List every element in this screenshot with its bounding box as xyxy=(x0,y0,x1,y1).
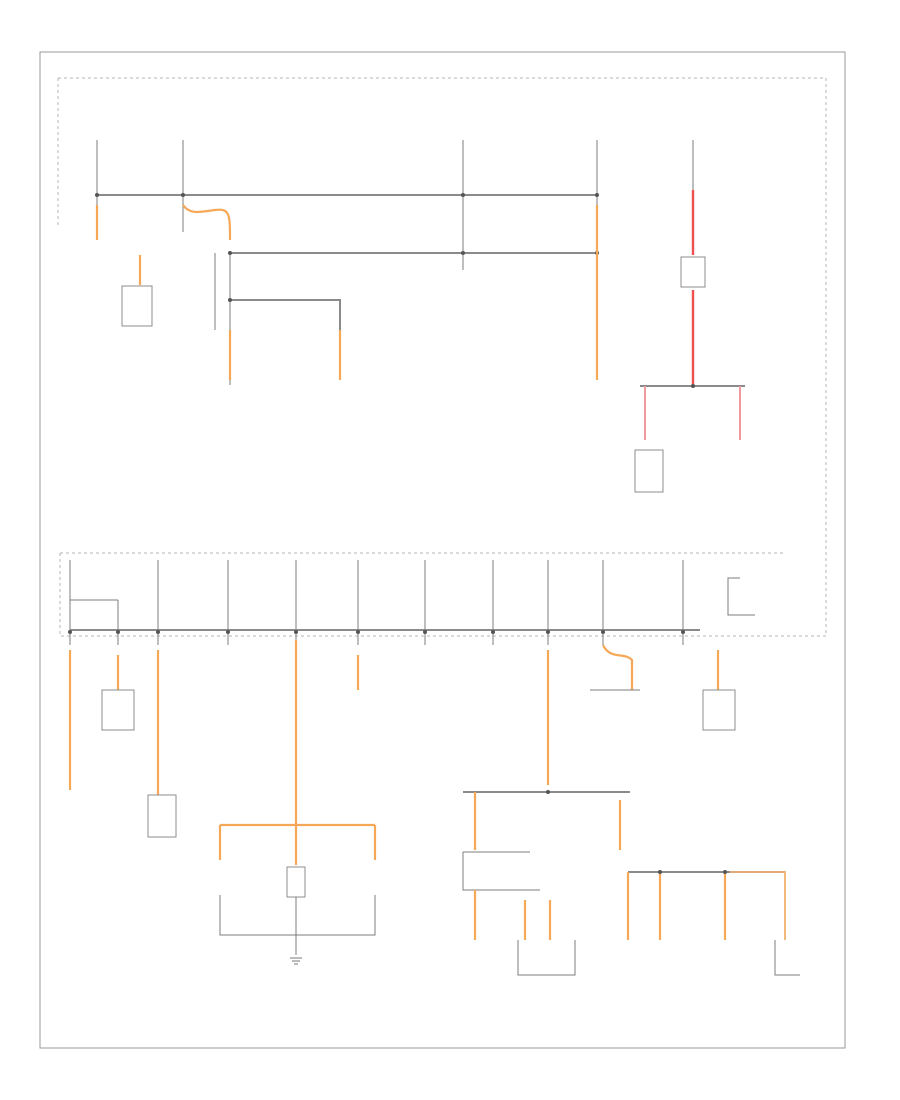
right-lower-component xyxy=(702,689,736,731)
lower-left-red-component xyxy=(634,449,664,493)
relay-branch xyxy=(182,204,599,385)
right-side-circuits xyxy=(590,644,736,731)
top-left-component xyxy=(121,285,153,327)
diagram-frame xyxy=(39,51,846,1049)
lower-left-component xyxy=(101,689,135,731)
right-lower-circuit xyxy=(462,650,800,976)
red-circuit xyxy=(634,140,745,493)
lower-center-left-component xyxy=(147,794,177,838)
center-module-component xyxy=(286,866,306,898)
top-bus xyxy=(95,140,599,380)
lower-fuse-row xyxy=(68,560,755,645)
lower-left-circuit xyxy=(68,650,360,838)
fuse-block-bottom-boundary xyxy=(59,552,826,637)
top-left-circuit xyxy=(95,205,153,327)
central-module-circuit xyxy=(218,640,377,965)
red-circuit-component xyxy=(680,256,706,288)
fuse-block-top-boundary xyxy=(58,77,827,636)
